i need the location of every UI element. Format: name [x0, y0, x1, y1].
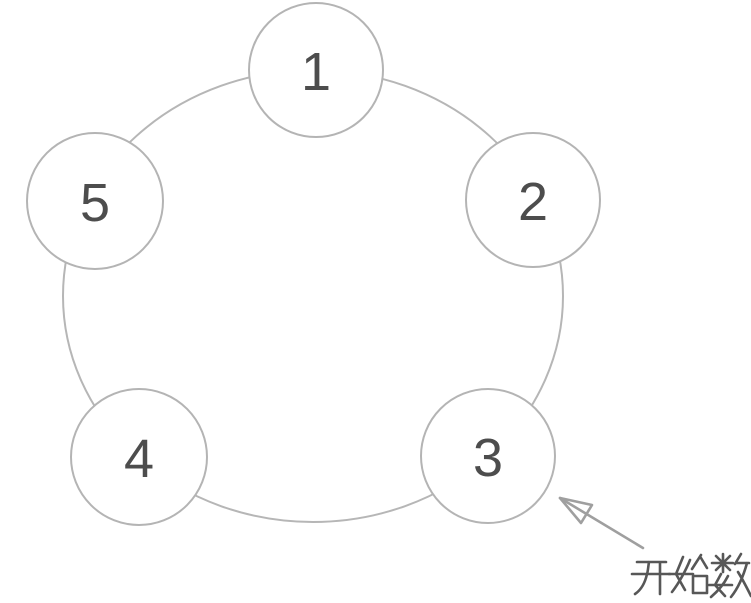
node-circle-2 — [465, 132, 601, 268]
node-circle-5 — [26, 132, 164, 270]
nodes-group: 1 2 3 4 5 — [26, 2, 601, 526]
start-label-glyphs — [630, 552, 751, 599]
glyph-kai — [630, 560, 672, 596]
node-circle-4 — [70, 388, 208, 526]
node-label-3: 3 — [473, 428, 503, 488]
node-label-5: 5 — [80, 173, 110, 233]
glyph-shu — [707, 552, 751, 599]
node-circle-3 — [420, 388, 556, 524]
node-label-1: 1 — [301, 42, 331, 102]
start-arrow-head — [558, 496, 594, 525]
start-arrow — [558, 496, 645, 550]
glyph-shi — [667, 553, 709, 595]
start-arrow-shaft — [558, 496, 645, 550]
node-circle-1 — [248, 2, 384, 138]
node-label-4: 4 — [124, 429, 154, 489]
node-label-2: 2 — [518, 172, 548, 232]
